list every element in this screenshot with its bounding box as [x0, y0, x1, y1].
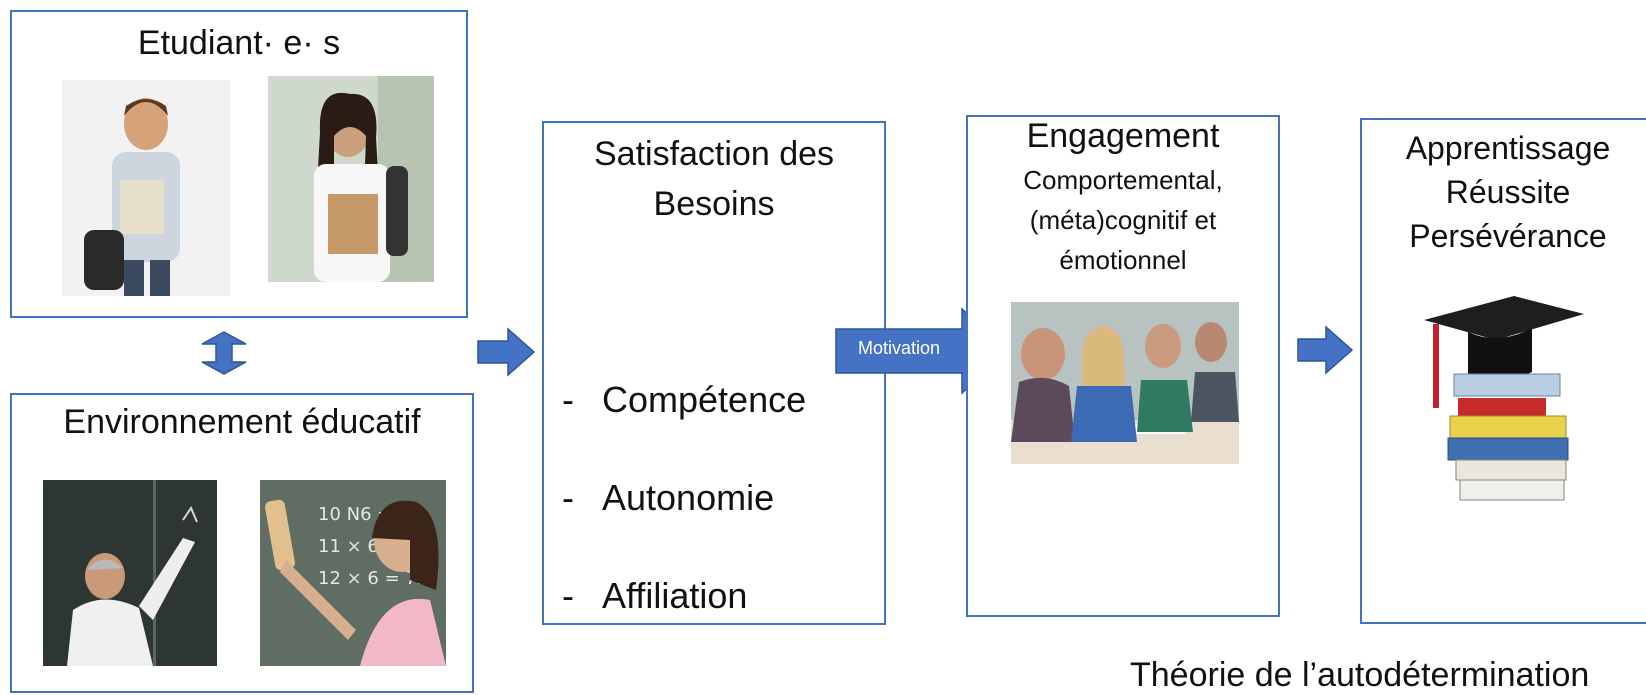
needs-box: Satisfaction des Besoins -Compétence -Au…	[542, 121, 886, 625]
need-item-competence: -Compétence	[562, 379, 806, 421]
needs-title-line1: Satisfaction des	[593, 135, 835, 173]
engagement-box: Engagement Comportemental, (méta)cogniti…	[966, 115, 1280, 617]
svg-text:12 × 6 = 72: 12 × 6 = 72	[318, 568, 428, 589]
students-title: Etudiant· e· s	[137, 24, 341, 62]
teacher-male-photo	[43, 480, 217, 666]
environment-box: Environnement éducatif 10 N6 = 60 11 × 6…	[10, 393, 474, 693]
outcomes-line3: Persévérance	[1409, 218, 1607, 254]
motivation-label: Motivation	[857, 338, 941, 358]
students-writing-photo	[1011, 302, 1239, 464]
graduation-books-photo	[1414, 288, 1594, 508]
need-label: Affiliation	[602, 575, 748, 616]
bullet-dash: -	[562, 379, 574, 420]
need-item-autonomie: -Autonomie	[562, 477, 774, 519]
outcomes-box: Apprentissage Réussite Persévérance	[1360, 118, 1646, 624]
right-arrow-icon	[477, 327, 536, 377]
student-male-photo	[62, 80, 230, 296]
right-arrow-icon	[1297, 325, 1354, 375]
need-label: Autonomie	[602, 477, 775, 518]
engagement-line1: Comportemental,	[1023, 165, 1223, 195]
need-label: Compétence	[602, 379, 807, 420]
engagement-title: Engagement	[1026, 117, 1220, 155]
needs-title-line2: Besoins	[653, 185, 775, 223]
bullet-dash: -	[562, 477, 574, 518]
theory-caption: Théorie de l’autodétermination	[1130, 656, 1590, 694]
need-item-affiliation: -Affiliation	[562, 575, 747, 617]
teacher-female-photo: 10 N6 = 60 11 × 6 = 66 12 × 6 = 72	[260, 480, 446, 666]
student-female-photo	[268, 76, 434, 282]
outcomes-line1: Apprentissage	[1405, 130, 1611, 166]
engagement-line2: (méta)cognitif et	[1029, 205, 1217, 235]
outcomes-line2: Réussite	[1445, 174, 1571, 210]
students-box: Etudiant· e· s	[10, 10, 468, 318]
engagement-line3: émotionnel	[1059, 245, 1187, 275]
environment-title: Environnement éducatif	[63, 403, 421, 441]
bullet-dash: -	[562, 575, 574, 616]
double-arrow-icon	[201, 331, 247, 375]
